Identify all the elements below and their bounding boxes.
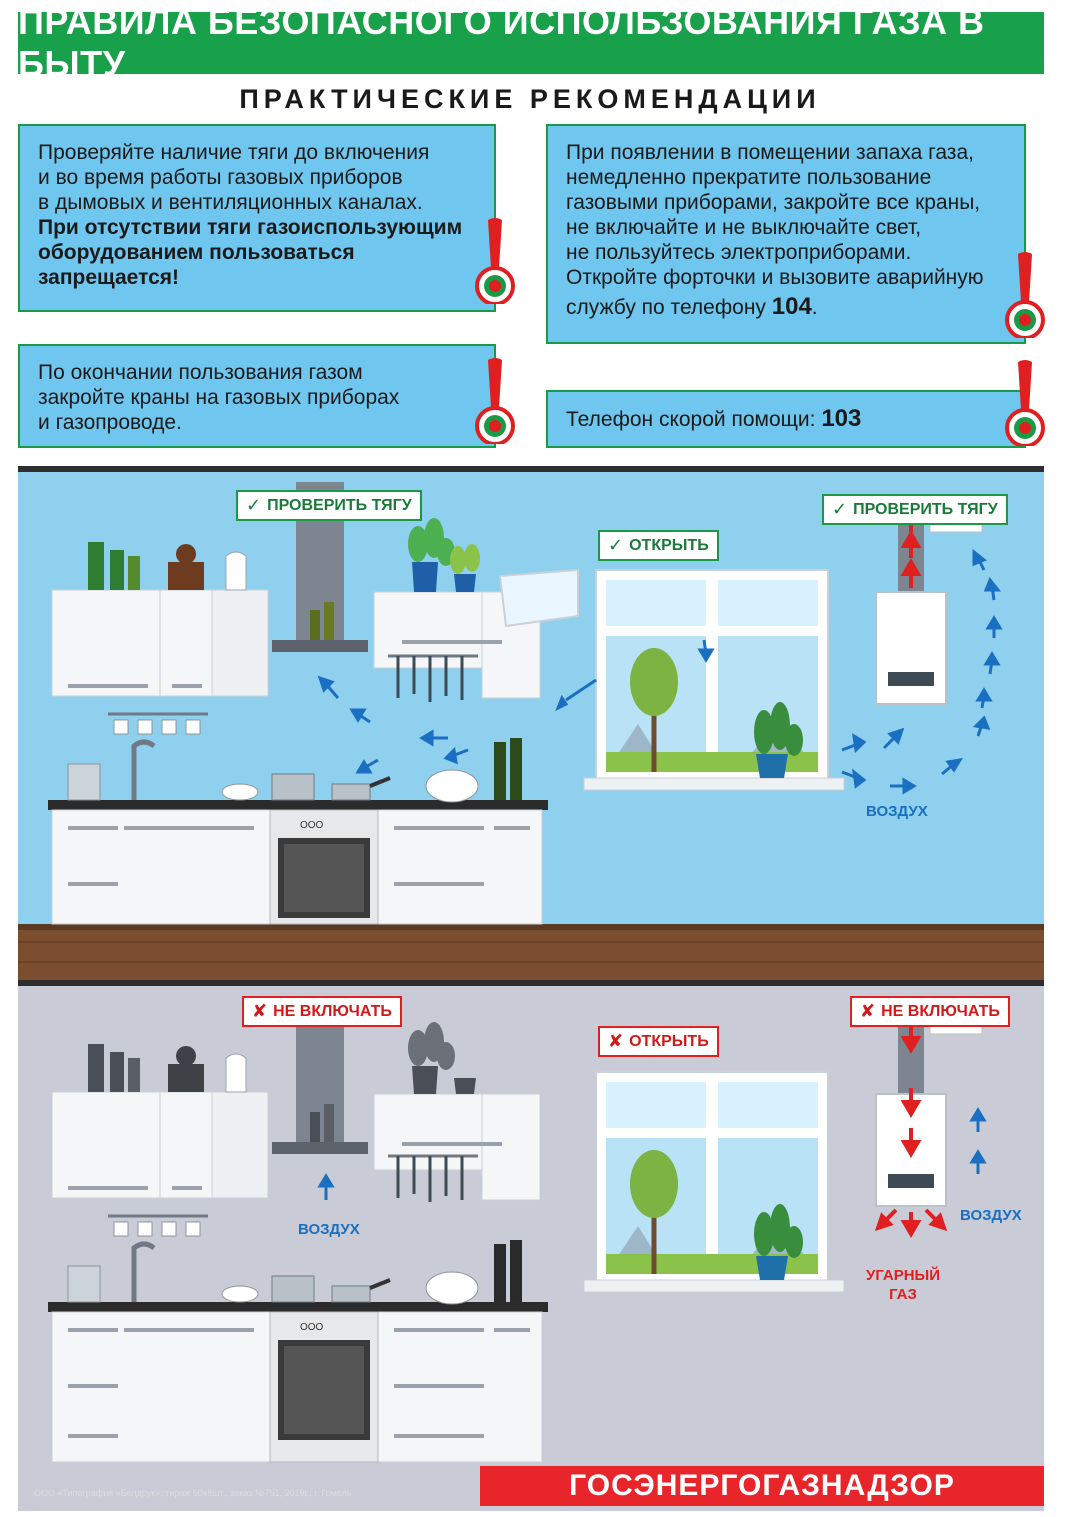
rule-bold-text: запрещается! xyxy=(38,266,180,289)
kitchen-illustration: OOO xyxy=(18,482,1044,982)
kitchen-scene-correct: OOO xyxy=(18,466,1044,982)
air-label: ВОЗДУХ xyxy=(866,803,928,820)
tag-open-window-cross: ✘ОТКРЫТЬ xyxy=(598,1026,719,1057)
oven-display: OOO xyxy=(300,1322,324,1333)
rule-bold-text: При отсутствии тяги газоиспользующим xyxy=(38,216,463,239)
carbon-monoxide-label: УГАРНЫЙ ГАЗ xyxy=(866,1267,941,1303)
tag-check-draft-right: ✓ПРОВЕРИТЬ ТЯГУ xyxy=(822,494,1008,525)
exclamation-warning-icon xyxy=(475,358,515,444)
exclamation-warning-icon xyxy=(1005,252,1045,338)
oven-display: OOO xyxy=(300,820,324,831)
check-icon: ✓ xyxy=(832,499,848,519)
cross-icon: ✘ xyxy=(860,1001,876,1021)
rule-text: и газопроводе. xyxy=(38,411,182,434)
emergency-phone: 104 xyxy=(771,293,812,320)
air-label: ВОЗДУХ xyxy=(298,1221,360,1238)
air-label: ВОЗДУХ xyxy=(960,1207,1022,1224)
tag-do-not-switch-right: ✘НЕ ВКЛЮЧАТЬ xyxy=(850,996,1010,1027)
check-icon: ✓ xyxy=(608,535,624,555)
exclamation-warning-icon xyxy=(475,218,515,304)
rule-text: Проверяйте наличие тяги до включения xyxy=(38,141,430,164)
ambulance-phone: 103 xyxy=(821,405,862,432)
rule-box-close-valves: По окончании пользования газом закройте … xyxy=(18,344,496,448)
rule-text: Телефон скорой помощи: 103 xyxy=(566,405,862,432)
rule-text: закройте краны на газовых приборах xyxy=(38,386,400,409)
tag-check-draft-left: ✓ПРОВЕРИТЬ ТЯГУ xyxy=(236,490,422,521)
rule-box-draft: Проверяйте наличие тяги до включения и в… xyxy=(18,124,496,312)
rule-text: не пользуйтесь электроприборами. xyxy=(566,241,912,264)
rule-text: По окончании пользования газом xyxy=(38,361,363,384)
rule-text: в дымовых и вентиляционных каналах. xyxy=(38,191,423,214)
rule-box-ambulance: Телефон скорой помощи: 103 xyxy=(546,390,1026,448)
exclamation-warning-icon xyxy=(1005,360,1045,446)
rule-text: Откройте форточки и вызовите аварийную xyxy=(566,266,984,289)
page-subtitle: ПРАКТИЧЕСКИЕ РЕКОМЕНДАЦИИ xyxy=(239,84,821,114)
page-title: ПРАВИЛА БЕЗОПАСНОГО ИСПОЛЬЗОВАНИЯ ГАЗА В… xyxy=(18,1,1044,84)
rule-text: газовыми приборами, закройте все краны, xyxy=(566,191,981,214)
rule-text: не включайте и не выключайте свет, xyxy=(566,216,922,239)
cross-icon: ✘ xyxy=(252,1001,268,1021)
tag-do-not-switch-left: ✘НЕ ВКЛЮЧАТЬ xyxy=(242,996,402,1027)
tag-open-window: ✓ОТКРЫТЬ xyxy=(598,530,719,561)
check-icon: ✓ xyxy=(246,495,262,515)
rule-box-gas-smell: При появлении в помещении запаха газа, н… xyxy=(546,124,1026,344)
cross-icon: ✘ xyxy=(608,1031,624,1051)
print-imprint: ООО «Типография «Белдрук», тираж 50х6шт.… xyxy=(34,1488,352,1498)
kitchen-scene-incorrect: OOO ✘НЕ ВКЛЮЧАТЬ ✘ОТКРЫТЬ ✘НЕ ВКЛЮЧАТЬ В… xyxy=(18,980,1044,1511)
organization-banner: ГОСЭНЕРГОГАЗНАДЗОР xyxy=(480,1466,1044,1506)
kitchen-illustration: OOO xyxy=(48,996,987,1463)
rule-text: и во время работы газовых приборов xyxy=(38,166,403,189)
rule-text: немедленно прекратите пользование xyxy=(566,166,932,189)
rule-bold-text: оборудованием пользоваться xyxy=(38,241,355,264)
rule-text: службу по телефону 104. xyxy=(566,293,818,320)
rule-text: При появлении в помещении запаха газа, xyxy=(566,141,974,164)
